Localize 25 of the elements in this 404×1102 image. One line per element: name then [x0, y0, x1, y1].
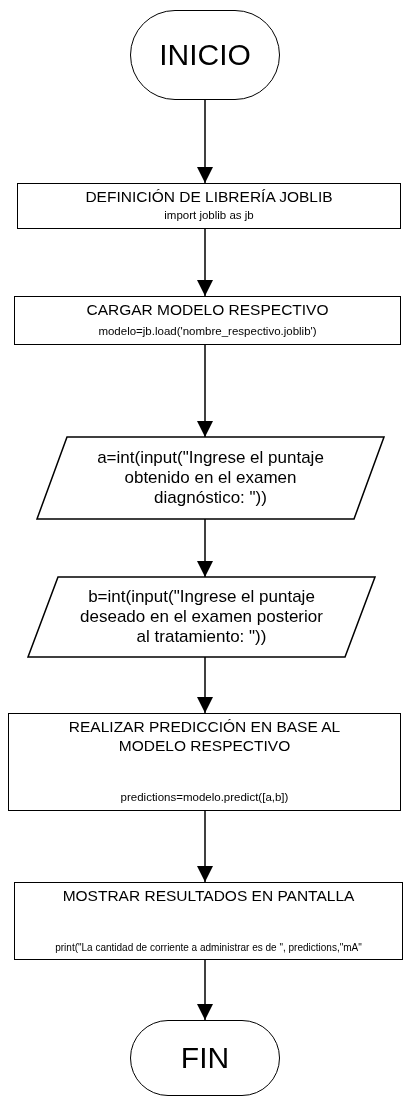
- arrow: [197, 344, 213, 438]
- process-box: [14, 296, 401, 345]
- code-line: predictions=modelo.predict([a,b]): [120, 790, 289, 805]
- code-line: modelo=jb.load('nombre_respectivo.joblib'): [98, 324, 317, 339]
- process-box: [8, 713, 401, 811]
- arrow: [197, 99, 213, 184]
- code-line: import joblib as jb: [164, 208, 254, 223]
- arrow: [197, 959, 213, 1021]
- input-statement: a=int(input("Ingrese el puntaje obtenido en el examen diagnóstico: ")): [96, 447, 325, 509]
- step-title: CARGAR MODELO RESPECTIVO: [86, 301, 329, 320]
- step-title: REALIZAR PREDICCIÓN EN BASE AL MODELO RESPECTIVO: [67, 718, 342, 756]
- code-line: print("La cantidad de corriente a administrar es de ", predictions,"mA": [55, 941, 362, 954]
- step-title: MOSTRAR RESULTADOS EN PANTALLA: [62, 887, 355, 906]
- arrow: [197, 518, 213, 578]
- input-parallelogram: [28, 577, 375, 657]
- arrow: [197, 810, 213, 883]
- arrow: [197, 228, 213, 297]
- input-statement: b=int(input("Ingrese el puntaje deseado en el examen posterior al tratamiento: ")): [80, 586, 323, 648]
- step-title: DEFINICIÓN DE LIBRERÍA JOBLIB: [85, 188, 333, 207]
- arrow: [197, 656, 213, 714]
- terminal-label: INICIO: [159, 38, 251, 72]
- process-box: [17, 183, 401, 229]
- input-parallelogram: [37, 437, 384, 519]
- process-box: [14, 882, 403, 960]
- terminal-label: FIN: [180, 1041, 230, 1075]
